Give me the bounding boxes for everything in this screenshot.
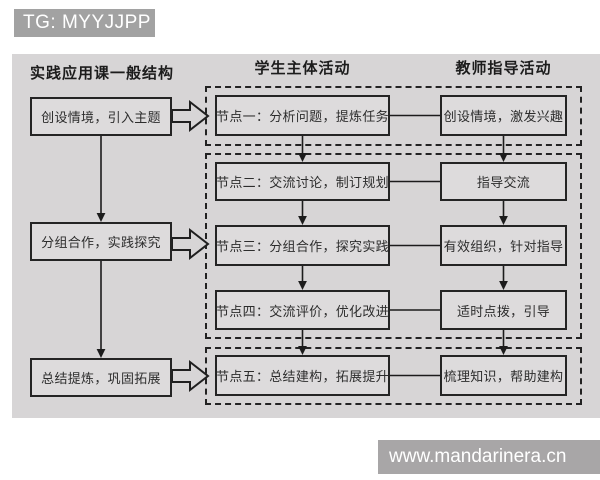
left-flow-box-3: 总结提炼，巩固拓展 — [30, 358, 172, 397]
arrow-leftflow1-to-leftflow2 — [96, 136, 106, 222]
teacher-activity-box-5: 梳理知识，帮助建构 — [440, 355, 567, 396]
diagram-title: 实践应用课一般结构 — [30, 65, 175, 82]
flowchart-panel: 实践应用课一般结构 学生主体活动 教师指导活动 — [12, 54, 600, 418]
site-watermark-badge: www.mandarinera.cn — [378, 440, 600, 474]
student-node-box-4: 节点四：交流评价，优化改进 — [215, 290, 390, 330]
student-node-box-1: 节点一：分析问题，提炼任务 — [215, 95, 390, 136]
teacher-activity-box-2: 指导交流 — [440, 162, 567, 201]
student-node-box-5: 节点五：总结建构，拓展提升 — [215, 355, 390, 396]
block-arrow-leftflow2-to-node3 — [171, 227, 210, 261]
student-node-box-3: 节点三：分组合作，探究实践 — [215, 225, 390, 266]
teacher-activity-box-4: 适时点拨，引导 — [440, 290, 567, 330]
block-arrow-leftflow3-to-node5 — [171, 359, 210, 393]
telegram-watermark-badge: TG: MYYJJPP — [14, 9, 155, 37]
teacher-column-header: 教师指导活动 — [455, 60, 552, 77]
student-node-box-2: 节点二：交流讨论，制订规划 — [215, 162, 390, 201]
teacher-activity-box-3: 有效组织，针对指导 — [440, 225, 567, 266]
arrow-leftflow2-to-leftflow3 — [96, 261, 106, 358]
teacher-activity-box-1: 创设情境，激发兴趣 — [440, 95, 567, 136]
left-flow-box-1: 创设情境，引入主题 — [30, 97, 172, 136]
student-column-header: 学生主体活动 — [254, 60, 351, 77]
block-arrow-leftflow1-to-node1 — [171, 99, 210, 133]
left-flow-box-2: 分组合作，实践探究 — [30, 222, 172, 261]
